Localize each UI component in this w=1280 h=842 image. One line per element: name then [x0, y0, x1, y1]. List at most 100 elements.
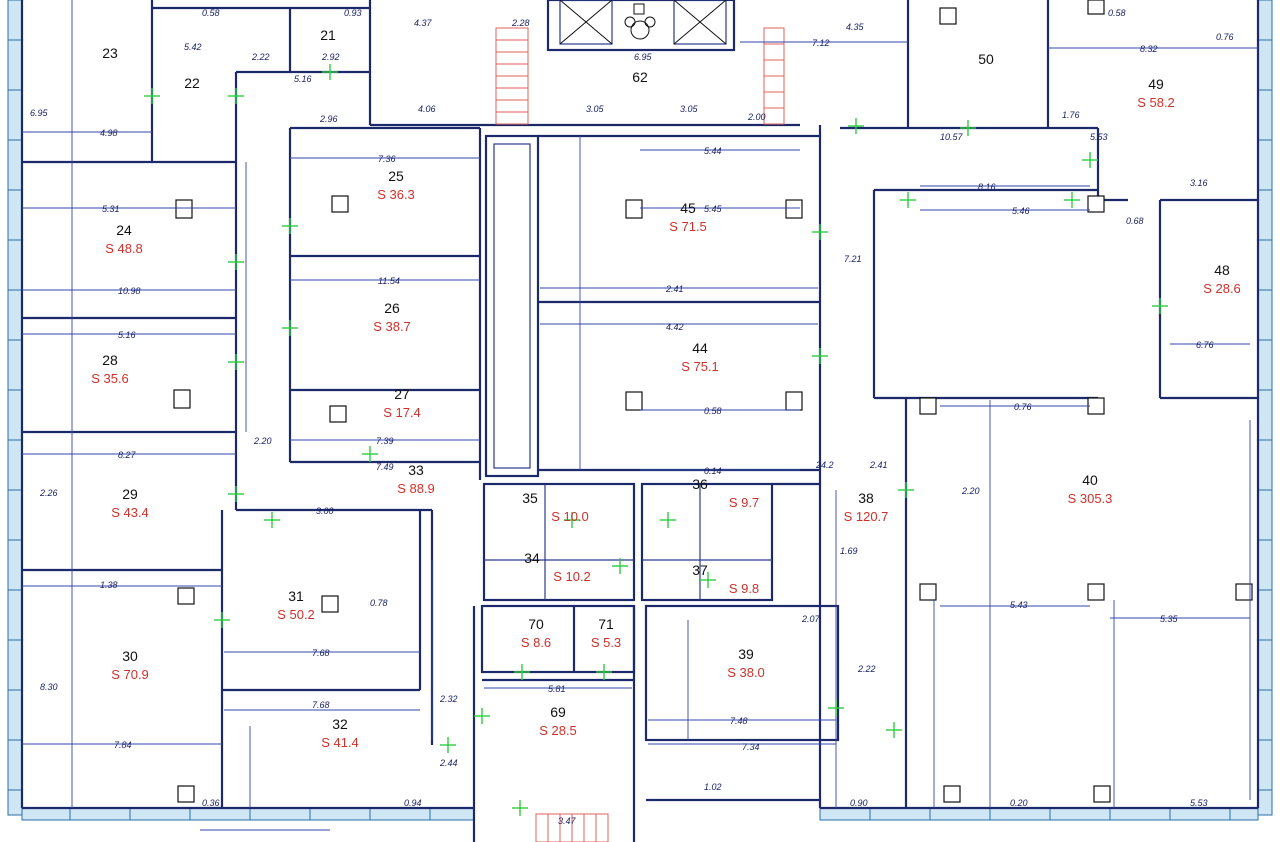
dim-label: 3.05 — [680, 104, 699, 114]
room-number-34: 34 — [524, 550, 540, 566]
dim-label: 2.96 — [319, 114, 338, 124]
room-number-29: 29 — [122, 486, 138, 502]
window-mullions — [8, 39, 1272, 820]
room-area-36: S 9.7 — [729, 495, 759, 510]
dim-label: 4.98 — [100, 128, 118, 138]
dim-label: 1.76 — [1062, 110, 1080, 120]
dim-label: 2.28 — [511, 18, 530, 28]
dim-label: 0.36 — [202, 798, 220, 808]
room-number-36: 36 — [692, 476, 708, 492]
room-number-40: 40 — [1082, 472, 1098, 488]
dimension-lines — [22, 0, 1258, 831]
dim-label: 7.12 — [812, 38, 830, 48]
dim-label: 7.68 — [312, 648, 330, 658]
dim-label: 0.68 — [1126, 216, 1144, 226]
dim-label: 6.95 — [634, 52, 653, 62]
room-number-33: 33 — [408, 462, 424, 478]
dim-label: 0.76 — [1014, 402, 1032, 412]
dim-label: 0.90 — [850, 798, 868, 808]
room-number-71: 71 — [598, 616, 614, 632]
room-area-49: S 58.2 — [1137, 95, 1175, 110]
dim-label: 5.53 — [1090, 132, 1108, 142]
dim-label: 6.76 — [1196, 340, 1214, 350]
room-area-28: S 35.6 — [91, 371, 129, 386]
room-area-70: S 8.6 — [521, 635, 551, 650]
room-number-32: 32 — [332, 716, 348, 732]
room-area-33: S 88.9 — [397, 481, 435, 496]
door-markers — [144, 64, 1168, 816]
dim-label: 4.06 — [418, 104, 436, 114]
room-area-45: S 71.5 — [669, 219, 707, 234]
room-area-26: S 38.7 — [373, 319, 411, 334]
dim-label: 3.16 — [1190, 178, 1208, 188]
elevator-symbol — [559, 0, 727, 45]
room-number-22: 22 — [184, 75, 200, 91]
room-number-25: 25 — [388, 168, 404, 184]
dim-label: 10.57 — [940, 132, 964, 142]
dim-label: 7.36 — [378, 154, 396, 164]
dim-label: 2.00 — [747, 112, 766, 122]
dim-label: 0.78 — [370, 598, 388, 608]
walls — [20, 0, 1260, 842]
dim-label: 3.05 — [586, 104, 605, 114]
dim-label: 8.30 — [40, 682, 58, 692]
dim-label: 0.58 — [1108, 8, 1126, 18]
room-area-29: S 43.4 — [111, 505, 149, 520]
dim-label: 4.42 — [666, 322, 684, 332]
dim-label: 8.16 — [978, 182, 996, 192]
dim-label: 5.46 — [1012, 206, 1030, 216]
dim-label: 2.22 — [251, 52, 270, 62]
room-number-62: 62 — [632, 69, 648, 85]
dim-label: 4.37 — [414, 18, 433, 28]
room-area-71: S 5.3 — [591, 635, 621, 650]
room-number-69: 69 — [550, 704, 566, 720]
room-area-39: S 38.0 — [727, 665, 765, 680]
dim-label: 5.16 — [118, 330, 136, 340]
dim-label: 7.39 — [376, 436, 394, 446]
stairs — [495, 27, 785, 842]
room-area-27: S 17.4 — [383, 405, 421, 420]
dim-label: 7.48 — [730, 716, 748, 726]
window-strips — [7, 0, 1273, 821]
room-area-37: S 9.8 — [729, 581, 759, 596]
dim-label: 0.20 — [1010, 798, 1028, 808]
room-number-24: 24 — [116, 222, 132, 238]
room-number-26: 26 — [384, 300, 400, 316]
dim-label: 3.47 — [558, 816, 577, 826]
room-number-30: 30 — [122, 648, 138, 664]
room-number-37: 37 — [692, 562, 708, 578]
room-area-24: S 48.8 — [105, 241, 143, 256]
dim-label: 7.21 — [844, 254, 862, 264]
dim-label: 2.07 — [801, 614, 821, 624]
dim-label: 2.41 — [869, 460, 888, 470]
dim-label: 0.58 — [202, 8, 220, 18]
room-number-27: 27 — [394, 386, 410, 402]
dim-label: 5.16 — [294, 74, 312, 84]
room-number-28: 28 — [102, 352, 118, 368]
dim-label: 2.22 — [857, 664, 876, 674]
dim-label: 2.41 — [665, 284, 684, 294]
dim-label: 7.68 — [312, 700, 330, 710]
dim-label: 5.43 — [1010, 600, 1028, 610]
room-number-39: 39 — [738, 646, 754, 662]
room-number-31: 31 — [288, 588, 304, 604]
room-area-35: S 10.0 — [551, 509, 589, 524]
columns — [173, 0, 1253, 803]
room-area-31: S 50.2 — [277, 607, 315, 622]
dim-label: 0.58 — [704, 406, 722, 416]
room-number-45: 45 — [680, 200, 696, 216]
room-area-34: S 10.2 — [553, 569, 591, 584]
dim-label: 1.69 — [840, 546, 858, 556]
dim-label: 3.00 — [316, 506, 334, 516]
dim-label: 24.2 — [815, 460, 834, 470]
dim-label: 4.35 — [846, 22, 865, 32]
room-area-25: S 36.3 — [377, 187, 415, 202]
room-area-40: S 305.3 — [1068, 491, 1113, 506]
room-area-44: S 75.1 — [681, 359, 719, 374]
dim-label: 2.92 — [321, 52, 340, 62]
dim-label: 0.14 — [704, 466, 722, 476]
dim-label: 7.34 — [742, 742, 760, 752]
room-area-48: S 28.6 — [1203, 281, 1241, 296]
